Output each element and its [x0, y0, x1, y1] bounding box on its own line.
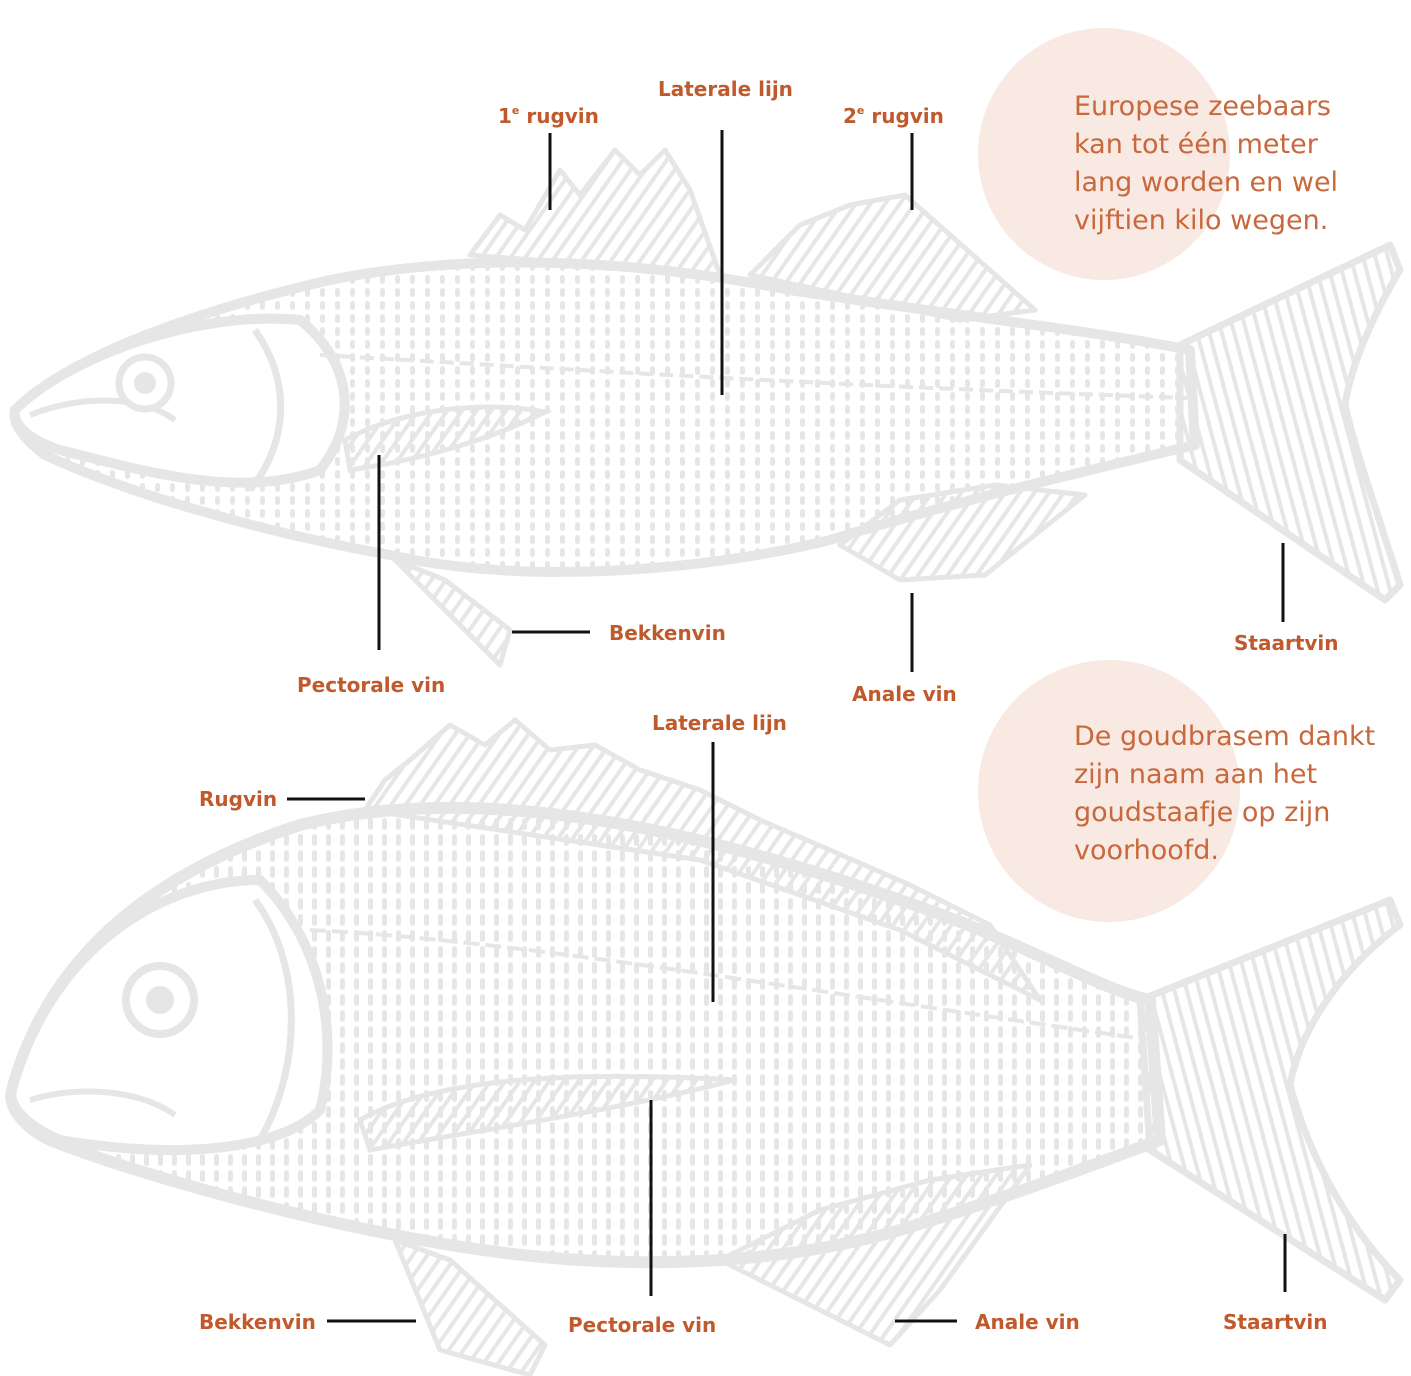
seabass-first-dorsal-fin-label: 1e rugvin [498, 105, 599, 126]
seabream-anal-fin-label: Anale vin [975, 1312, 1080, 1332]
seabass-fact-line: vijftien kilo wegen. [1074, 202, 1338, 240]
seabream-lateral-line-label: Laterale lijn [652, 713, 787, 733]
seabream-fact-line: De goudbrasem dankt [1074, 718, 1375, 756]
seabass-fact-note: Europese zeebaars kan tot één meter lang… [1074, 88, 1338, 240]
seabass-pelvic-fin-label: Bekkenvin [609, 623, 726, 643]
seabass-tail-shape [1180, 245, 1400, 600]
seabream-caudal-fin-label: Staartvin [1223, 1312, 1328, 1332]
seabream-fact-line: goudstaafje op zijn [1074, 794, 1375, 832]
seabass-first-dorsal-fin-shape [470, 150, 720, 275]
seabass-lateral-line-label: Laterale lijn [658, 79, 793, 99]
seabass-fact-line: kan tot één meter [1074, 126, 1338, 164]
seabass-fact-line: lang worden en wel [1074, 164, 1338, 202]
seabream-pectoral-fin-label: Pectorale vin [568, 1315, 716, 1335]
seabream-fact-line: zijn naam aan het [1074, 756, 1375, 794]
seabass-caudal-fin-label: Staartvin [1234, 633, 1339, 653]
seabass-anal-fin-label: Anale vin [852, 684, 957, 704]
seabass-second-dorsal-fin-label: 2e rugvin [843, 105, 944, 126]
seabream-fact-line: voorhoofd. [1074, 832, 1375, 870]
seabass-pelvic-fin-shape [395, 560, 510, 665]
seabass-fact-line: Europese zeebaars [1074, 88, 1338, 126]
seabream-tail-shape [1140, 900, 1400, 1300]
seabream-pelvic-fin-label: Bekkenvin [199, 1312, 316, 1332]
seabass-pectoral-fin-label: Pectorale vin [297, 675, 445, 695]
seabream-dorsal-fin-label: Rugvin [199, 789, 277, 809]
seabream-fact-note: De goudbrasem dankt zijn naam aan het go… [1074, 718, 1375, 870]
